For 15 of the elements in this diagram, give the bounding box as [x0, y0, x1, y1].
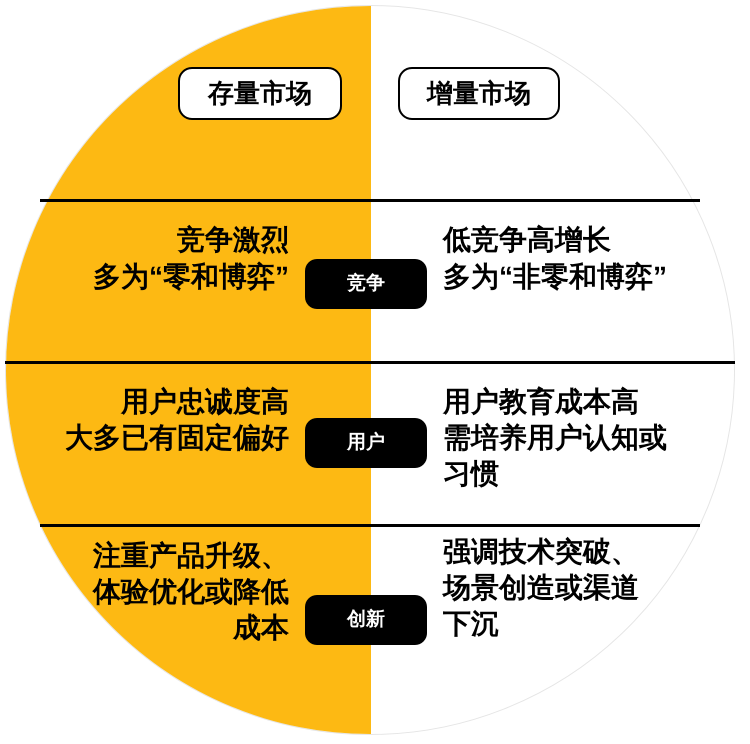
market-header: 存量市场 — [178, 67, 342, 120]
category-tag: 竞争 — [305, 259, 427, 309]
market-header: 增量市场 — [398, 67, 560, 120]
description-text: 需培养用户认知或习惯 — [443, 421, 668, 491]
description-text: 大多已有固定偏好 — [65, 421, 289, 455]
category-tag: 用户 — [305, 418, 427, 468]
category-tag: 创新 — [305, 595, 427, 645]
description-text: 多为“非零和博弈” — [443, 260, 667, 294]
description-text: 强调技术突破、场景创造或渠道下沉 — [443, 535, 640, 641]
description-text: 用户教育成本高 — [443, 385, 639, 419]
description-text: 竞争激烈 — [177, 223, 289, 257]
description-text: 注重产品升级、体验优化或降低成本 — [91, 539, 289, 645]
description-text: 用户忠诚度高 — [121, 385, 289, 419]
description-text: 多为“零和博弈” — [93, 260, 289, 294]
description-text: 低竞争高增长 — [443, 223, 611, 257]
